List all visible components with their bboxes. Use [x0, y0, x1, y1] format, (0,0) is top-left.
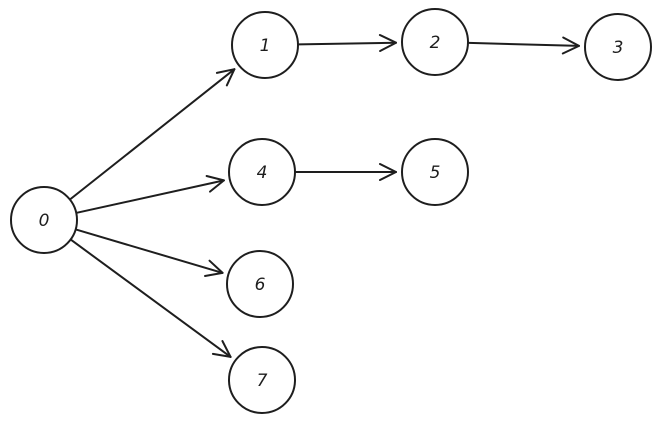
edge-line: [69, 68, 236, 200]
node-label: 5: [430, 163, 441, 183]
node-circle: [231, 11, 299, 79]
edge-line: [75, 228, 224, 274]
node-label: 4: [257, 163, 268, 183]
node-label: 0: [39, 211, 50, 231]
edge-line: [298, 41, 397, 46]
edge-line: [70, 239, 232, 358]
arrowhead-icon: [379, 163, 397, 181]
node-circle: [228, 346, 296, 414]
node-7: 7: [228, 346, 296, 414]
edge-line: [76, 179, 225, 214]
edge-2-3: [468, 36, 580, 55]
arrowhead-icon: [205, 175, 225, 193]
arrowhead-icon: [215, 68, 236, 87]
edge-0-4: [76, 175, 225, 214]
nodes-layer: 0 1 2 3 4 5 6 7: [10, 8, 652, 414]
edge-0-7: [70, 239, 232, 358]
node-1: 1: [231, 11, 299, 79]
node-4: 4: [228, 138, 296, 206]
edge-1-2: [298, 34, 397, 52]
node-label: 6: [255, 275, 266, 295]
node-circle: [401, 138, 469, 206]
node-2: 2: [401, 8, 469, 76]
arrowhead-icon: [204, 259, 224, 277]
node-6: 6: [226, 250, 294, 318]
arrowhead-icon: [378, 34, 397, 52]
node-circle: [226, 250, 294, 318]
edge-4-5: [295, 163, 397, 181]
node-label: 2: [430, 33, 441, 53]
node-label: 1: [260, 36, 271, 56]
edge-0-6: [75, 228, 224, 277]
edges-layer: [69, 34, 580, 358]
node-5: 5: [401, 138, 469, 206]
edge-line: [468, 41, 580, 47]
node-label: 3: [613, 38, 624, 58]
arrowhead-icon: [561, 36, 580, 55]
node-circle: [228, 138, 296, 206]
node-circle: [584, 13, 652, 81]
edge-0-1: [69, 68, 236, 200]
node-circle: [10, 186, 78, 254]
node-circle: [401, 8, 469, 76]
node-label: 7: [257, 371, 268, 391]
node-3: 3: [584, 13, 652, 81]
node-0: 0: [10, 186, 78, 254]
arrowhead-icon: [211, 340, 232, 358]
